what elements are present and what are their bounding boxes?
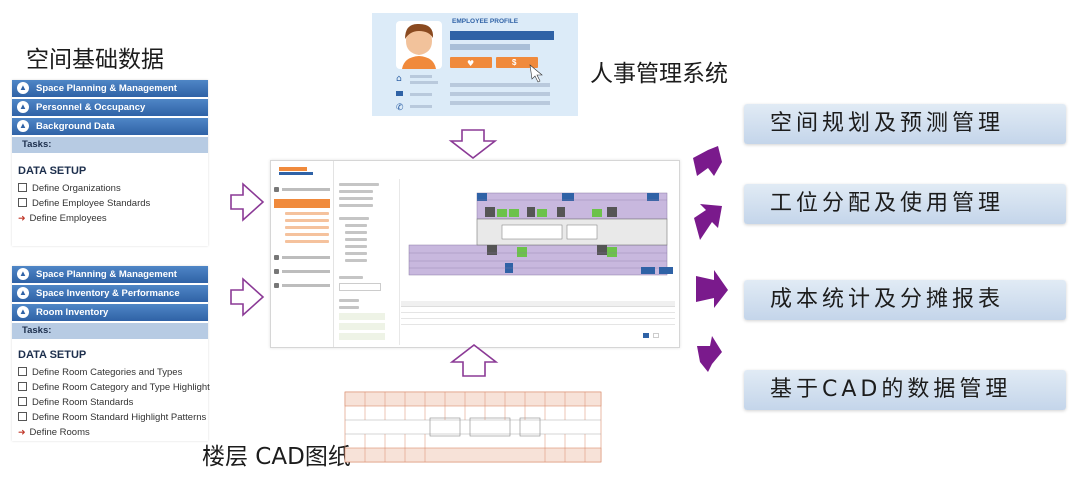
chevron-up-icon: ▲ <box>17 306 29 318</box>
menu-label: Space Planning & Management <box>36 83 177 94</box>
tasks-header: Tasks: <box>12 137 208 153</box>
arrow-right-icon: ➜ <box>18 213 26 223</box>
menu-label: Personnel & Occupancy <box>36 102 146 113</box>
output-arrow-icon <box>697 336 722 372</box>
space-data-label: 空间基础数据 <box>26 47 164 73</box>
profile-illustration: ⌂ ✆ ♥ <box>396 21 554 113</box>
room-data-panel: ▲ Space Planning & Management ▲ Space Inve… <box>12 266 210 441</box>
menu-label: Space Planning & Management <box>36 269 177 280</box>
svg-text:♥: ♥ <box>467 59 474 68</box>
menu-label: Space Inventory & Performance <box>36 288 180 299</box>
arrow-from-space-panel-icon <box>230 182 265 222</box>
output-cad-data-management: 基于CAD的数据管理 <box>744 370 1066 410</box>
tasks-header: Tasks: <box>12 323 208 339</box>
arrow-from-cad-icon <box>449 343 499 377</box>
checkbox-icon <box>18 183 27 192</box>
menu-background-data[interactable]: ▲ Background Data <box>12 118 208 135</box>
task-item[interactable]: Define Organizations <box>12 181 208 196</box>
arrow-from-hr-icon <box>448 129 498 160</box>
profile-header: EMPLOYEE PROFILE <box>452 18 519 25</box>
svg-text:✆: ✆ <box>396 103 404 113</box>
data-setup-title: DATA SETUP <box>18 165 87 177</box>
checkbox-icon <box>18 397 27 406</box>
chevron-up-icon: ▲ <box>17 82 29 94</box>
pagination[interactable] <box>643 325 673 338</box>
cad-floor-drawing <box>344 391 602 463</box>
space-management-app <box>270 160 680 348</box>
output-arrow-icon <box>696 270 728 308</box>
employee-profile-card: ⌂ ✆ ♥ EMPLOYEE PROFILE $ <box>372 13 578 116</box>
app-logo <box>279 167 313 175</box>
output-cost-reports: 成本统计及分摊报表 <box>744 280 1066 320</box>
menu-room-inventory[interactable]: ▲ Room Inventory <box>12 304 208 321</box>
menu-space-planning[interactable]: ▲ Space Planning & Management <box>12 80 208 97</box>
svg-text:⌂: ⌂ <box>396 74 402 84</box>
app-tree-panel <box>335 179 400 345</box>
app-sidebar <box>271 161 334 347</box>
task-item-action[interactable]: ➜Define Rooms <box>18 427 90 438</box>
task-item[interactable]: Define Room Categories and Types <box>12 365 208 380</box>
cad-drawings-label: 楼层 CAD图纸 <box>202 444 351 470</box>
chevron-up-icon: ▲ <box>17 101 29 113</box>
arrow-right-icon: ➜ <box>18 427 26 437</box>
menu-personnel[interactable]: ▲ Personnel & Occupancy <box>12 99 208 116</box>
output-space-planning: 空间规划及预测管理 <box>744 104 1066 144</box>
menu-space-inventory[interactable]: ▲ Space Inventory & Performance <box>12 285 208 302</box>
chevron-up-icon: ▲ <box>17 120 29 132</box>
checkbox-icon <box>18 367 27 376</box>
hr-system-label: 人事管理系统 <box>590 61 728 87</box>
menu-label: Room Inventory <box>36 307 109 318</box>
output-arrow-icon <box>693 146 722 176</box>
task-item[interactable]: Define Room Standard Highlight Patterns <box>12 410 208 425</box>
task-item[interactable]: Define Room Category and Type Highlight <box>12 380 210 395</box>
checkbox-icon <box>18 412 27 421</box>
chevron-up-icon: ▲ <box>17 287 29 299</box>
data-table <box>401 301 675 333</box>
dollar-button-label: $ <box>512 58 517 67</box>
checkbox-icon <box>18 198 27 207</box>
output-workstation-allocation: 工位分配及使用管理 <box>744 184 1066 224</box>
data-setup-title: DATA SETUP <box>18 349 87 361</box>
menu-space-planning[interactable]: ▲ Space Planning & Management <box>12 266 208 283</box>
task-item-action[interactable]: ➜Define Employees <box>18 213 107 224</box>
floor-plan-view <box>407 187 677 283</box>
menu-label: Background Data <box>36 121 115 132</box>
task-item[interactable]: Define Employee Standards <box>12 196 208 211</box>
checkbox-icon <box>18 382 27 391</box>
arrow-from-room-panel-icon <box>230 277 265 317</box>
task-item[interactable]: Define Room Standards <box>12 395 208 410</box>
space-data-panel: ▲ Space Planning & Management ▲ Personnel … <box>12 80 208 246</box>
chevron-up-icon: ▲ <box>17 268 29 280</box>
output-arrow-icon <box>694 204 722 240</box>
